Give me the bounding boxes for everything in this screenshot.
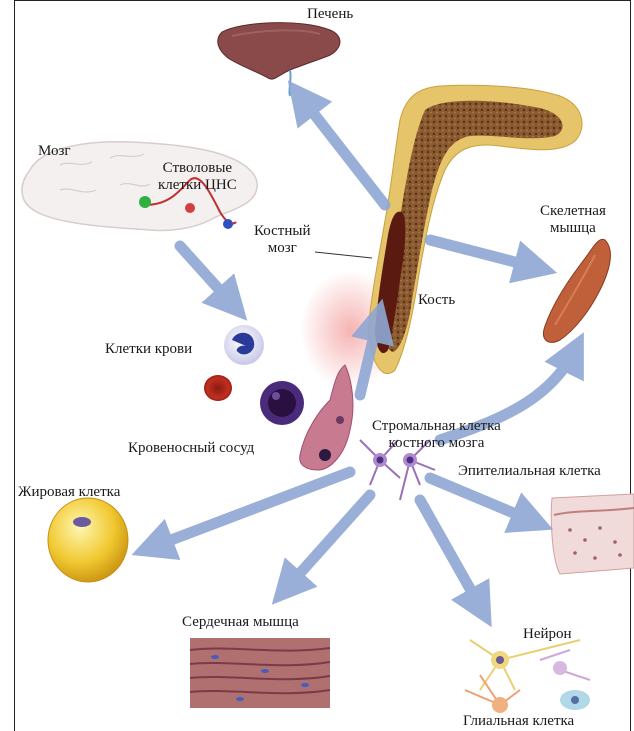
arrow-to-heart-muscle (285, 495, 370, 590)
stromal-cell-label: Стромальная клетка костного мозга (372, 418, 501, 452)
red-blood-cell (204, 375, 232, 401)
fat-cell-label: Жировая клетка (18, 484, 120, 501)
cns-green-cell (139, 196, 151, 208)
neuron-illustration (470, 640, 590, 690)
liver-illustration (218, 23, 340, 96)
heart-muscle-label: Сердечная мышца (182, 614, 299, 631)
arrow-to-epithelium (430, 478, 535, 522)
glial-cell-illustration (465, 675, 590, 713)
cns-red-cell (185, 203, 195, 213)
cns-stem-cells-label: Стволовые клетки ЦНС (158, 160, 237, 194)
heart-muscle-illustration (190, 638, 330, 708)
fat-cell-illustration (48, 498, 128, 582)
blood-vessel-label: Кровеносный сосуд (128, 440, 254, 457)
neuron-label: Нейрон (523, 626, 572, 643)
skeletal-muscle-illustration (543, 239, 610, 342)
cns-blue-cell (223, 219, 233, 229)
blood-cells-label: Клетки крови (105, 341, 192, 358)
glial-cell-label: Глиальная клетка (463, 713, 574, 730)
arrow-to-liver (300, 96, 385, 205)
arrow-brain-to-blood (180, 246, 234, 306)
epithelial-cell-label: Эпителиальная клетка (458, 463, 601, 480)
bone-marrow-label: Костный мозг (254, 223, 310, 257)
arrow-to-neuron (420, 500, 482, 610)
arrow-to-skeletal-muscle (430, 240, 538, 268)
brain-label: Мозг (38, 143, 71, 160)
liver-label: Печень (307, 6, 353, 23)
arrow-to-fat-cell (150, 472, 350, 548)
epithelial-illustration (551, 494, 634, 574)
blood-cells-illustration (204, 325, 304, 425)
skeletal-muscle-label: Скелетная мышца (540, 203, 606, 237)
marrow-pointer (315, 252, 372, 258)
bone-label: Кость (418, 292, 455, 309)
